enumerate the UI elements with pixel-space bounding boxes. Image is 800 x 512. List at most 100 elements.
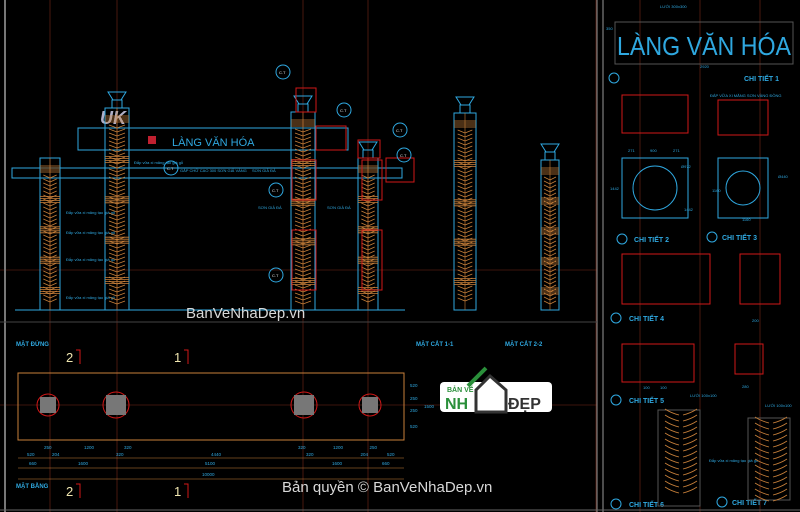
leaf-ornament [108, 128, 126, 133]
leaf-ornament [294, 148, 312, 153]
leaf-ornament [543, 192, 557, 197]
leaf-ornament [108, 208, 126, 213]
leaf-ornament [43, 242, 57, 247]
leaf-ornament [294, 144, 312, 149]
leaf-ornament [457, 181, 473, 186]
leaf-ornament [294, 168, 312, 173]
leaf-ornament [43, 290, 57, 295]
leaf-ornament [543, 276, 557, 281]
leaf-ornament [43, 226, 57, 231]
leaf-ornament [108, 164, 126, 169]
detail-frame [621, 253, 711, 305]
callout-paint-2: SƠN GIẢ ĐÁ [258, 205, 282, 210]
leaf-ornament [108, 256, 126, 261]
watermark-center: BanVeNhaDep.vn [186, 305, 305, 322]
leaf-ornament [457, 249, 473, 254]
leaf-ornament [43, 230, 57, 235]
dim-text: 660 [382, 461, 390, 466]
leaf-ornament [457, 173, 473, 178]
leaf-ornament [754, 494, 788, 502]
dim-text: 250 [410, 396, 418, 401]
title-grid-label: LƯỚI 300x300 [660, 4, 687, 9]
urn-cap [107, 91, 127, 109]
detail-bubble [275, 64, 291, 80]
leaf-ornament [664, 408, 698, 416]
detail-highlight [295, 87, 317, 113]
leaf-ornament [43, 286, 57, 291]
detail-highlight [385, 157, 415, 183]
leaf-ornament [457, 145, 473, 150]
leaf-ornament [457, 193, 473, 198]
dim-text: 520 [27, 452, 35, 457]
leaf-ornament [457, 233, 473, 238]
leaf-ornament [664, 438, 698, 446]
leaf-ornament [543, 232, 557, 237]
leaf-ornament [457, 297, 473, 302]
leaf-ornament [43, 258, 57, 263]
leaf-ornament [108, 224, 126, 229]
urn-cap [540, 143, 560, 161]
detail-callout-bubbles: C.TC.TC.TC.TC.TC.TC.T [163, 64, 412, 283]
leaf-ornament [664, 480, 698, 488]
leaf-ornament [457, 293, 473, 298]
leaf-ornament [294, 176, 312, 181]
leaf-ornament [294, 292, 312, 297]
leaf-ornament [43, 218, 57, 223]
leaf-ornament [294, 188, 312, 193]
leaf-ornament [664, 432, 698, 440]
detail-bubble-label: C.T [272, 273, 279, 278]
leaf-ornament [754, 440, 788, 448]
dim: 100 [643, 385, 650, 390]
column-footing [36, 393, 60, 417]
section-mark: 2 [66, 484, 73, 499]
detail-title-1: CHI TIẾT 1 [744, 73, 779, 83]
leaf-ornament [543, 188, 557, 193]
leaf-ornament [108, 168, 126, 173]
leaf-ornament [108, 276, 126, 281]
detail-title-4: CHI TIẾT 4 [629, 313, 664, 323]
leaf-ornament [457, 161, 473, 166]
leaf-ornament [543, 196, 557, 201]
leaf-ornament [361, 290, 375, 295]
leaf-ornament [754, 476, 788, 484]
leaf-ornament [108, 172, 126, 177]
leaf-ornament [294, 216, 312, 221]
dim: 200 [752, 318, 759, 323]
leaf-ornament [543, 264, 557, 269]
leaf-ornament [754, 470, 788, 478]
leaf-ornament [543, 228, 557, 233]
dim-text: 4440 [211, 452, 222, 457]
leaf-ornament [361, 222, 375, 227]
leaf-ornament [43, 190, 57, 195]
detail-frame [747, 417, 791, 501]
detail-bubble [396, 147, 412, 163]
dim-text: 320 [306, 452, 314, 457]
leaf-ornament [543, 200, 557, 205]
callout-wood-1: Đắp vữa xi măng tạo giả gỗ [66, 210, 116, 215]
urn-plan-circle [632, 165, 678, 211]
dim-text: 1200 [333, 445, 344, 450]
detail-highlight [291, 159, 317, 201]
section-markers: 2 1 2 1 [66, 349, 189, 499]
leaf-ornament [108, 220, 126, 225]
grid-label-6: LƯỚI 100x100 [690, 393, 717, 398]
gate-column [104, 91, 130, 311]
detail-title-7: CHI TIẾT 7 [732, 497, 767, 507]
leaf-ornament [108, 236, 126, 241]
leaf-ornament [543, 240, 557, 245]
leaf-ornament [754, 464, 788, 472]
leaf-ornament [543, 236, 557, 241]
column-section [294, 395, 314, 415]
leaf-ornament [43, 222, 57, 227]
lower-beam [11, 167, 403, 179]
leaf-ornament [664, 474, 698, 482]
leaf-ornament [43, 238, 57, 243]
leaf-ornament [664, 468, 698, 476]
detail-frame [717, 157, 769, 219]
leaf-ornament [543, 280, 557, 285]
leaf-ornament [664, 486, 698, 494]
leaf-ornament [457, 241, 473, 246]
leaf-ornament [457, 169, 473, 174]
leaf-ornament [457, 245, 473, 250]
